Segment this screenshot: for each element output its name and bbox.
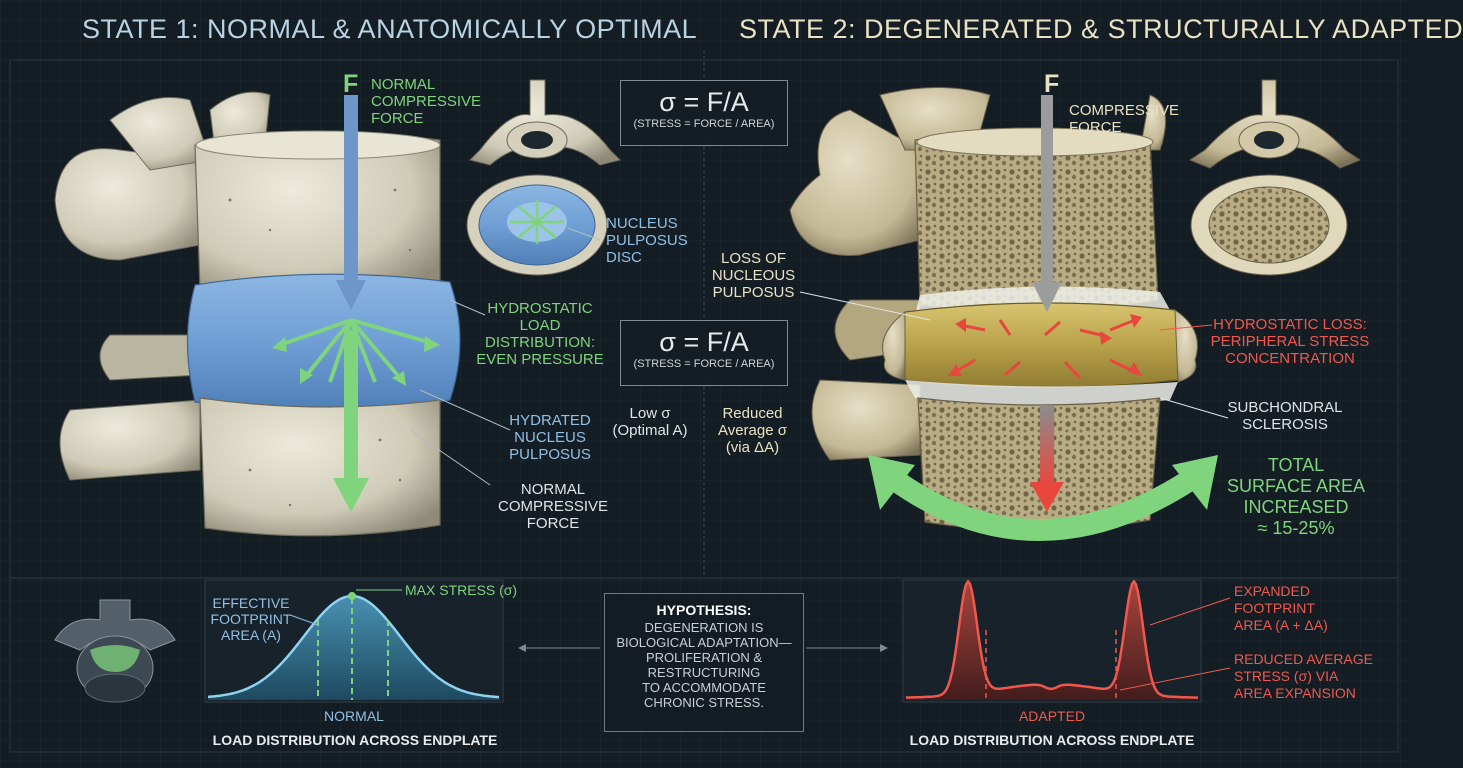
footprint-area-label: EFFECTIVE FOOTPRINT AREA (A): [210, 595, 292, 643]
normal-load-chart: [204, 579, 504, 703]
adapted-chart-caption: LOAD DISTRIBUTION ACROSS ENDPLATE: [909, 732, 1195, 748]
normal-chart-label: NORMAL: [324, 708, 384, 724]
normal-spine-illustration: [54, 91, 461, 537]
hypothesis-body: DEGENERATION IS BIOLOGICAL ADAPTATION— P…: [616, 620, 792, 710]
formula-box-mid: σ = F/A (STRESS = FORCE / AREA): [620, 320, 788, 386]
adapted-distribution-curve: [905, 579, 1198, 699]
hydrated-nucleus-label: HYDRATED NUCLEUS PULPOSUS: [509, 412, 591, 463]
formula-top-main: σ = F/A: [659, 87, 749, 117]
formula-box-top: σ = F/A (STRESS = FORCE / AREA): [620, 80, 788, 146]
hydrostatic-label: HYDROSTATIC LOAD DISTRIBUTION: EVEN PRES…: [476, 300, 604, 368]
compare-low-sigma: Low σ (Optimal A): [612, 405, 688, 439]
loss-nucleus-label: LOSS OF NUCLEOUS PULPOSUS: [711, 250, 796, 301]
normal-compressive-label: NORMAL COMPRESSIVE FORCE: [497, 481, 609, 532]
adapted-chart-label: ADAPTED: [1018, 708, 1086, 724]
adapted-load-chart: [902, 579, 1231, 703]
peripheral-stress-arrows: [948, 314, 1142, 380]
state2-title: STATE 2: DEGENERATED & STRUCTURALLY ADAP…: [739, 14, 1463, 44]
hypothesis-title: HYPOTHESIS:: [656, 602, 752, 618]
formula-top-sub: (STRESS = FORCE / AREA): [633, 118, 775, 130]
state1-force-symbol: F: [343, 70, 359, 98]
sclerosis-label: SUBCHONDRAL SCLEROSIS: [1227, 399, 1343, 433]
state2-force-label: COMPRESSIVE FORCE: [1069, 102, 1180, 136]
adapted-distribution-area: [906, 581, 1198, 700]
degenerated-top-view: [1188, 79, 1362, 276]
hypothesis-connectors: [518, 644, 888, 652]
hydrostatic-loss-label: HYDROSTATIC LOSS: PERIPHERAL STRESS CONC…: [1210, 316, 1370, 367]
formula-mid-sub: (STRESS = FORCE / AREA): [633, 358, 775, 370]
footprint-icon: [54, 599, 176, 703]
normal-chart-caption: LOAD DISTRIBUTION ACROSS ENDPLATE: [212, 732, 498, 748]
surface-area-label: TOTAL SURFACE AREA INCREASED ≈ 15-25%: [1226, 455, 1366, 538]
degenerated-spine-illustration: [789, 87, 1198, 532]
normal-distribution-area: [208, 596, 500, 700]
formula-mid-main: σ = F/A: [659, 327, 749, 357]
compressive-force-arrow: [1030, 95, 1064, 512]
hypothesis-box: HYPOTHESIS: DEGENERATION IS BIOLOGICAL A…: [604, 593, 804, 732]
state2-force-symbol: F: [1044, 70, 1060, 98]
max-stress-label: MAX STRESS (σ): [405, 582, 518, 598]
normal-top-view: [466, 79, 621, 276]
surface-area-arc: [868, 455, 1218, 541]
nucleus-disc-label: NUCLEUS PULPOSUS DISC: [606, 215, 688, 266]
state1-title: STATE 1: NORMAL & ANATOMICALLY OPTIMAL: [82, 14, 698, 44]
expanded-footprint-label: EXPANDED FOOTPRINT AREA (A + ΔA): [1234, 583, 1328, 633]
hydrostatic-arrows: [272, 318, 440, 386]
state1-force-label: NORMAL COMPRESSIVE FORCE: [371, 76, 482, 127]
normal-force-arrow: [333, 95, 369, 512]
reduced-stress-label: REDUCED AVERAGE STRESS (σ) VIA AREA EXPA…: [1234, 651, 1373, 701]
compare-reduced-sigma: Reduced Average σ (via ΔA): [717, 405, 788, 456]
